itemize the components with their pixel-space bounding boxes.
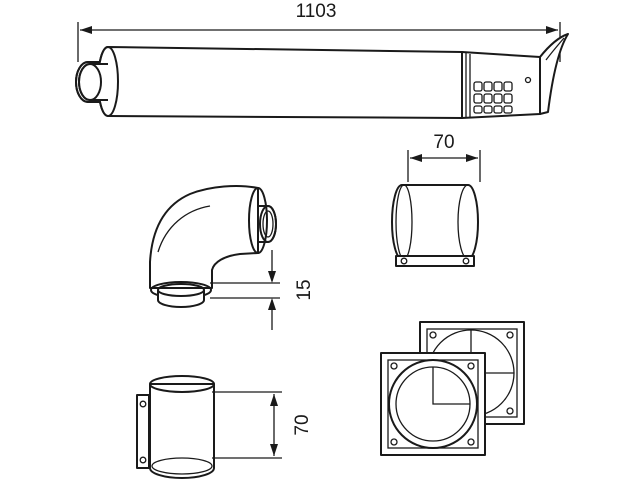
rosette-front	[380, 352, 486, 456]
terminal-grille	[473, 76, 532, 114]
dimension-sleeve-height: 70	[212, 391, 313, 459]
dimension-label-70-top: 70	[433, 132, 454, 153]
wall-rosettes	[380, 321, 525, 456]
concentric-flue-pipe: 1103	[75, 1, 569, 119]
dimension-pipe-length: 1103	[77, 1, 561, 62]
dimension-elbow-offset: 15	[210, 250, 315, 330]
dimension-label-15: 15	[294, 279, 315, 300]
wall-sleeve: 70	[136, 375, 313, 479]
dimension-label-70-bottom: 70	[292, 414, 313, 435]
dimension-adapter-width: 70	[407, 132, 481, 182]
elbow-90: 15	[149, 185, 315, 330]
dimension-label-1103: 1103	[296, 1, 337, 22]
wall-adapter: 70	[391, 132, 481, 267]
